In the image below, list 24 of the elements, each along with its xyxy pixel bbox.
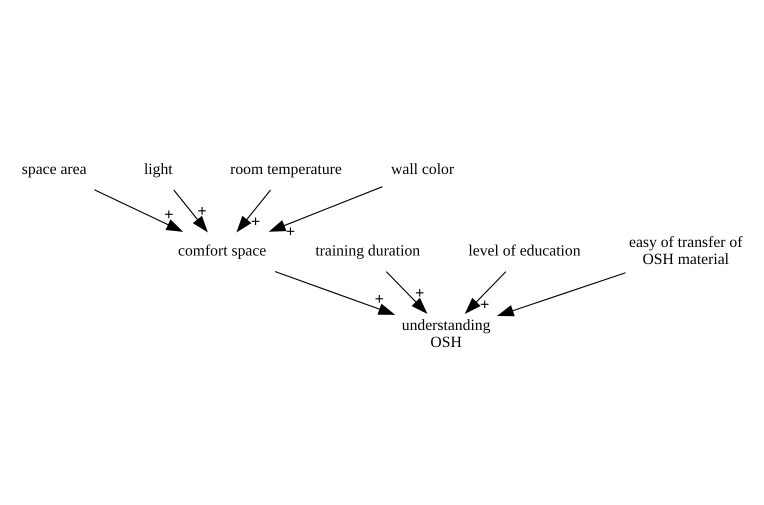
edge-label: + (286, 223, 295, 240)
node-text: wall color (391, 160, 454, 178)
node-text: space area (22, 160, 87, 178)
arrow (236, 190, 271, 233)
node-text: understanding OSH (402, 316, 490, 351)
arrow (496, 272, 626, 316)
edge-label: + (197, 202, 207, 220)
node-text: easy of transfer of OSH material (629, 234, 742, 268)
edge-label: + (415, 284, 424, 302)
arrow (386, 271, 428, 314)
node-text: room temperature (230, 160, 342, 178)
edge-label: + (164, 206, 174, 224)
node-text: training duration (315, 242, 420, 260)
arrow (173, 190, 208, 233)
node-text: light (144, 160, 173, 178)
node-text: level of education (468, 242, 581, 260)
arrow (94, 189, 184, 232)
edge-label: + (374, 291, 384, 308)
edge-label: + (250, 213, 260, 230)
node-text: comfort space (178, 242, 266, 260)
arrow (464, 271, 506, 314)
edge-label: + (480, 296, 490, 314)
arrow (268, 186, 383, 232)
arrow (274, 270, 396, 315)
